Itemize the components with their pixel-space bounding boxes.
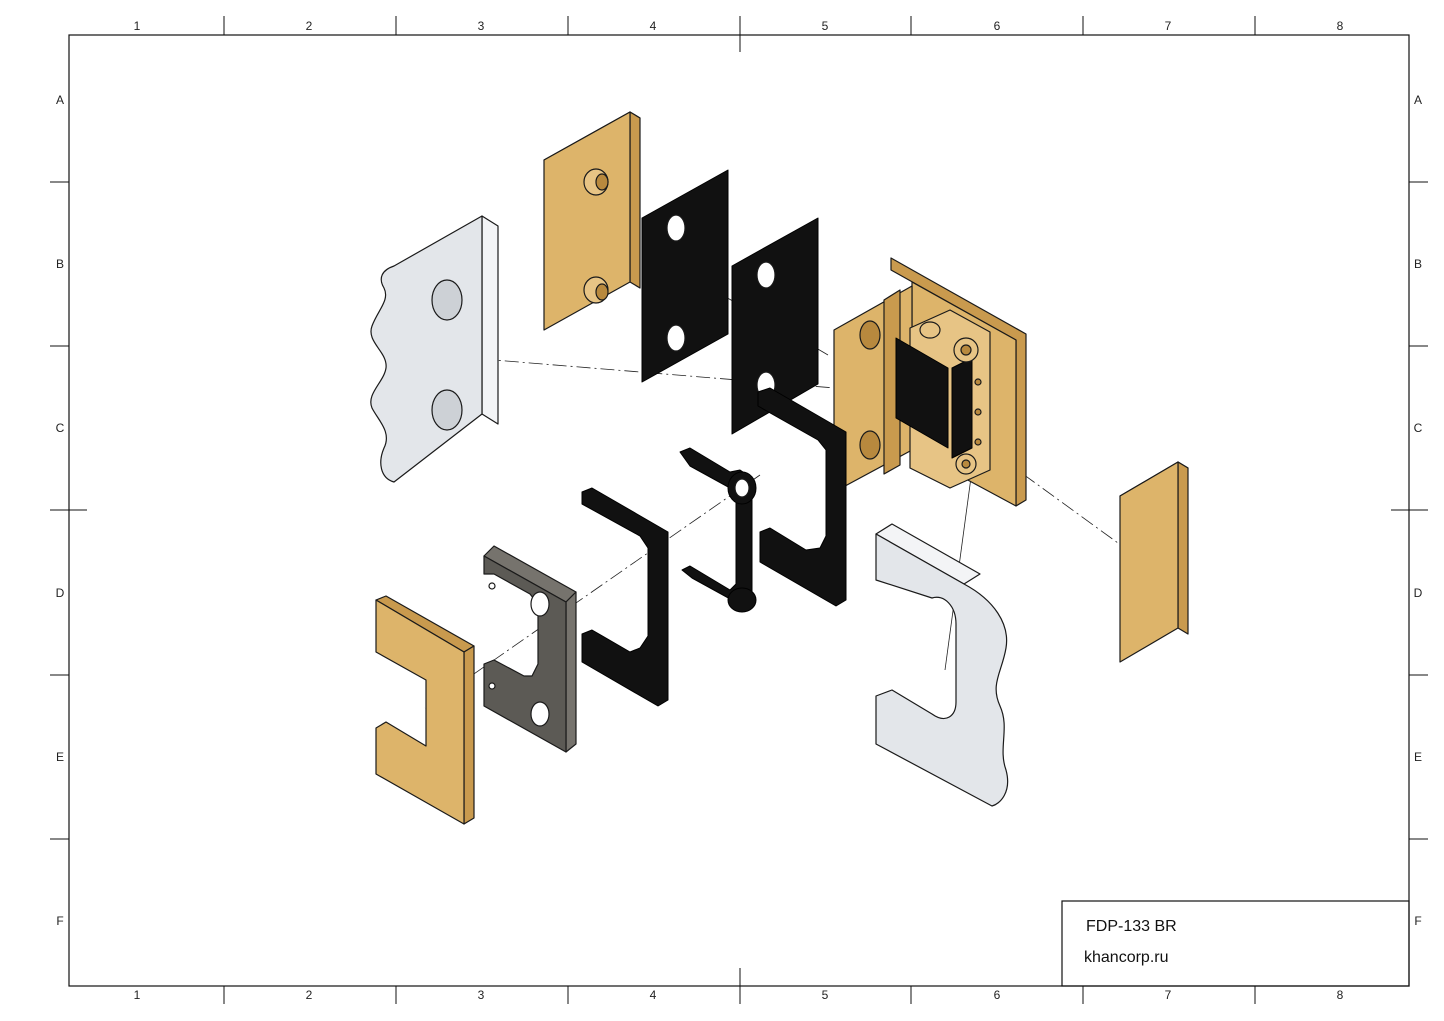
gasket-sheet-1 [641,169,729,383]
glass-panel-lower [875,523,1009,807]
column-label-2-top: 2 [306,19,313,33]
column-label-2-bottom: 2 [306,988,313,1002]
steel-clamp-plate [483,545,577,753]
hinge-mechanism [895,309,991,489]
company-name: khancorp.ru [1084,949,1169,966]
part-number: FDP-133 BR [1086,918,1177,935]
row-label-c-left: C [56,421,65,435]
row-label-c-right: C [1414,421,1423,435]
row-label-b-right: B [1414,257,1422,271]
gasket-clip-center [679,447,757,613]
glass-panel-upper [370,215,499,483]
gold-cover-plate-right [1119,461,1189,663]
row-label-d-left: D [56,586,65,600]
hinge-body [833,257,1027,507]
gold-cover-plate-top [543,111,641,331]
gasket-c-left [581,487,669,707]
row-label-f-right: F [1414,914,1421,928]
gold-c-plate [375,595,475,825]
row-label-a-left: A [56,93,64,107]
column-labels-bottom: 1 2 3 4 5 6 7 8 [134,988,1344,1002]
column-label-3-bottom: 3 [478,988,485,1002]
gasket-sheet-2 [731,217,819,435]
column-label-7-bottom: 7 [1165,988,1172,1002]
row-label-a-right: A [1414,93,1422,107]
row-label-d-right: D [1414,586,1423,600]
row-label-e-left: E [56,750,64,764]
row-label-b-left: B [56,257,64,271]
title-block: FDP-133 BR khancorp.ru [1061,900,1410,987]
zone-ticks [50,16,1428,1004]
column-label-1-bottom: 1 [134,988,141,1002]
column-label-5-top: 5 [822,19,829,33]
column-label-4-bottom: 4 [650,988,657,1002]
row-labels-left: A B C D E F [56,93,65,928]
gasket-c-right [757,387,847,607]
column-label-4-top: 4 [650,19,657,33]
column-label-5-bottom: 5 [822,988,829,1002]
row-labels-right: A B C D E F [1414,93,1423,928]
column-labels-top: 1 2 3 4 5 6 7 8 [134,19,1344,33]
column-label-6-top: 6 [994,19,1001,33]
column-label-8-bottom: 8 [1337,988,1344,1002]
boss-lower [583,276,609,304]
column-label-8-top: 8 [1337,19,1344,33]
column-label-6-bottom: 6 [994,988,1001,1002]
column-label-1-top: 1 [134,19,141,33]
row-label-f-left: F [56,914,63,928]
glass-hole-lower [431,389,463,431]
column-label-3-top: 3 [478,19,485,33]
boss-upper [583,168,609,196]
glass-hole-upper [431,279,463,321]
column-label-7-top: 7 [1165,19,1172,33]
row-label-e-right: E [1414,750,1422,764]
